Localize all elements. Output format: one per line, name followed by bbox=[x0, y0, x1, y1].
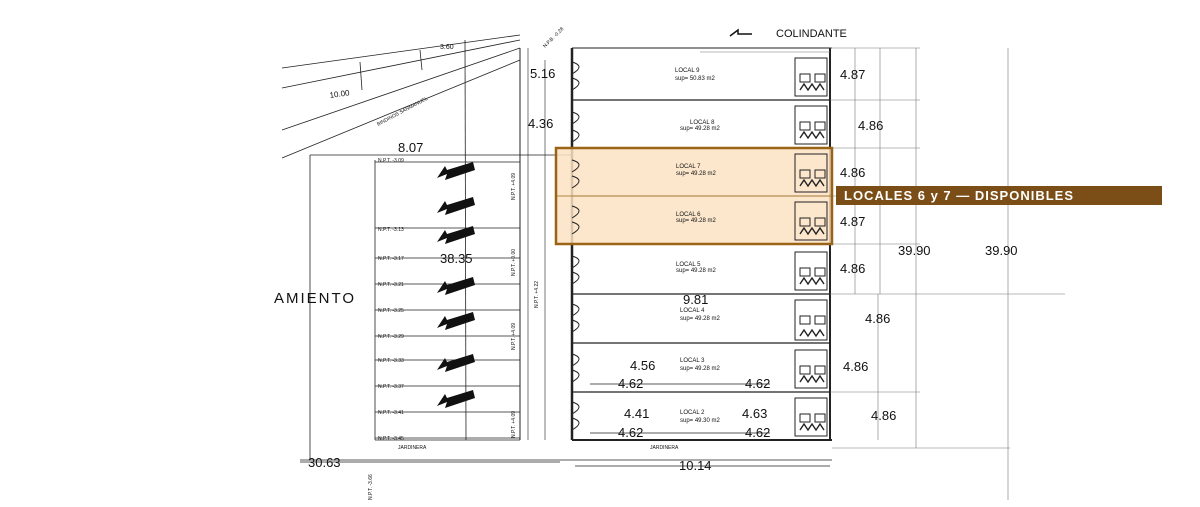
dim-angled-10: 10.00 bbox=[329, 88, 351, 100]
dim-right-bottom: 4.63 bbox=[742, 406, 767, 421]
npt-vertical-5: N.P.T. +4.09 bbox=[511, 411, 517, 438]
colindante-label: COLINDANTE bbox=[776, 28, 847, 40]
bathroom-zigzags bbox=[799, 82, 825, 432]
npt-vertical-4: N.P.T. +4.09 bbox=[511, 323, 517, 350]
npt-level-1: N.P.T. -3.09 bbox=[378, 158, 404, 164]
dim-right-2: 4.86 bbox=[858, 118, 883, 133]
north-arrow-icon bbox=[729, 28, 752, 37]
dim-left-bottom-1: 4.56 bbox=[630, 358, 655, 373]
dim-right-4: 4.87 bbox=[840, 214, 865, 229]
angled-street-label: BINDINOS SANMANUEL bbox=[376, 96, 429, 128]
dim-total-2: 39.90 bbox=[985, 243, 1018, 258]
local-6-name: LOCAL 6 bbox=[676, 212, 701, 218]
dim-total-1: 39.90 bbox=[898, 243, 931, 258]
npt-level-6: N.P.T. -3.29 bbox=[378, 334, 404, 340]
dim-right-8: 4.86 bbox=[871, 408, 896, 423]
local-4-name: LOCAL 4 bbox=[680, 308, 705, 314]
npt-level-5: N.P.T. -3.25 bbox=[378, 308, 404, 314]
local-9-area: sup= 50.83 m2 bbox=[675, 76, 716, 82]
npt-vertical-2: N.P.T. +0.00 bbox=[511, 249, 517, 276]
building-frame bbox=[300, 47, 832, 461]
local-6-area: sup= 49.28 m2 bbox=[676, 218, 717, 224]
local-4-area: sup= 49.28 m2 bbox=[680, 316, 721, 322]
dim-center-width: 9.81 bbox=[683, 292, 708, 307]
dim-right-6: 4.86 bbox=[865, 311, 890, 326]
local-2-area: sup= 49.30 m2 bbox=[680, 418, 721, 424]
jardinera-right: JARDINERA bbox=[650, 445, 679, 451]
dim-bottom-left: 30.63 bbox=[308, 455, 341, 470]
npt-level-3: N.P.T. -3.17 bbox=[378, 256, 404, 262]
local-8-area: sup= 49.28 m2 bbox=[680, 126, 721, 132]
dim-bottom-right: 10.14 bbox=[679, 458, 712, 473]
npt-level-7: N.P.T. -3.33 bbox=[378, 358, 404, 364]
local-3-name: LOCAL 3 bbox=[680, 358, 705, 364]
dim-left-top: 5.16 bbox=[530, 66, 555, 81]
npt-level-9: N.P.T. -3.41 bbox=[378, 410, 404, 416]
npt-vertical-3: N.P.T. +4.22 bbox=[534, 281, 540, 308]
npt-level-2: N.P.T. -3.13 bbox=[378, 227, 404, 233]
local-dividers bbox=[572, 99, 830, 393]
dim-right-7: 4.86 bbox=[843, 359, 868, 374]
dim-left-second: 4.36 bbox=[528, 116, 553, 131]
local-8-name: LOCAL 8 bbox=[690, 120, 715, 126]
npt-level-4: N.P.T. -3.21 bbox=[378, 282, 404, 288]
dim-split-b1: 4.62 bbox=[618, 425, 643, 440]
bathroom-fixtures bbox=[794, 57, 828, 437]
dim-split-a1: 4.62 bbox=[618, 376, 643, 391]
dim-right-3: 4.86 bbox=[840, 165, 865, 180]
local-7-name: LOCAL 7 bbox=[676, 164, 701, 170]
dim-right-5: 4.86 bbox=[840, 261, 865, 276]
npt-vertical-7: N.P.B. -0.28 bbox=[542, 26, 565, 49]
dim-split-b2: 4.62 bbox=[745, 425, 770, 440]
dim-left-bottom-2: 4.41 bbox=[624, 406, 649, 421]
local-9-name: LOCAL 9 bbox=[675, 68, 700, 74]
npt-vertical-6: N.P.T. -3.66 bbox=[368, 474, 374, 500]
availability-banner: LOCALES 6 y 7 — DISPONIBLES bbox=[836, 186, 1162, 205]
local-5-name: LOCAL 5 bbox=[676, 262, 701, 268]
angled-street-lines bbox=[281, 34, 521, 441]
local-7-area: sup= 49.28 m2 bbox=[676, 171, 717, 177]
dim-mid-length: 38.35 bbox=[440, 251, 473, 266]
dim-split-a2: 4.62 bbox=[745, 376, 770, 391]
parking-bays bbox=[375, 161, 520, 439]
door-swings bbox=[571, 61, 580, 431]
street-name-fragment: AMIENTO bbox=[274, 290, 356, 307]
npt-level-8: N.P.T. -3.37 bbox=[378, 384, 404, 390]
local-5-area: sup= 49.28 m2 bbox=[676, 268, 717, 274]
local-3-area: sup= 49.28 m2 bbox=[680, 366, 721, 372]
jardinera-left: JARDINERA bbox=[398, 445, 427, 451]
dimension-ticks bbox=[300, 383, 830, 467]
local-2-name: LOCAL 2 bbox=[680, 410, 705, 416]
dim-right-1: 4.87 bbox=[840, 67, 865, 82]
npt-vertical-1: N.P.T. +4.09 bbox=[511, 173, 517, 200]
parking-arrows bbox=[437, 162, 475, 408]
dim-top-width: 8.07 bbox=[398, 140, 423, 155]
dim-angled-3: 3.60 bbox=[440, 44, 454, 51]
npt-level-10: N.P.T. -3.45 bbox=[378, 436, 404, 442]
